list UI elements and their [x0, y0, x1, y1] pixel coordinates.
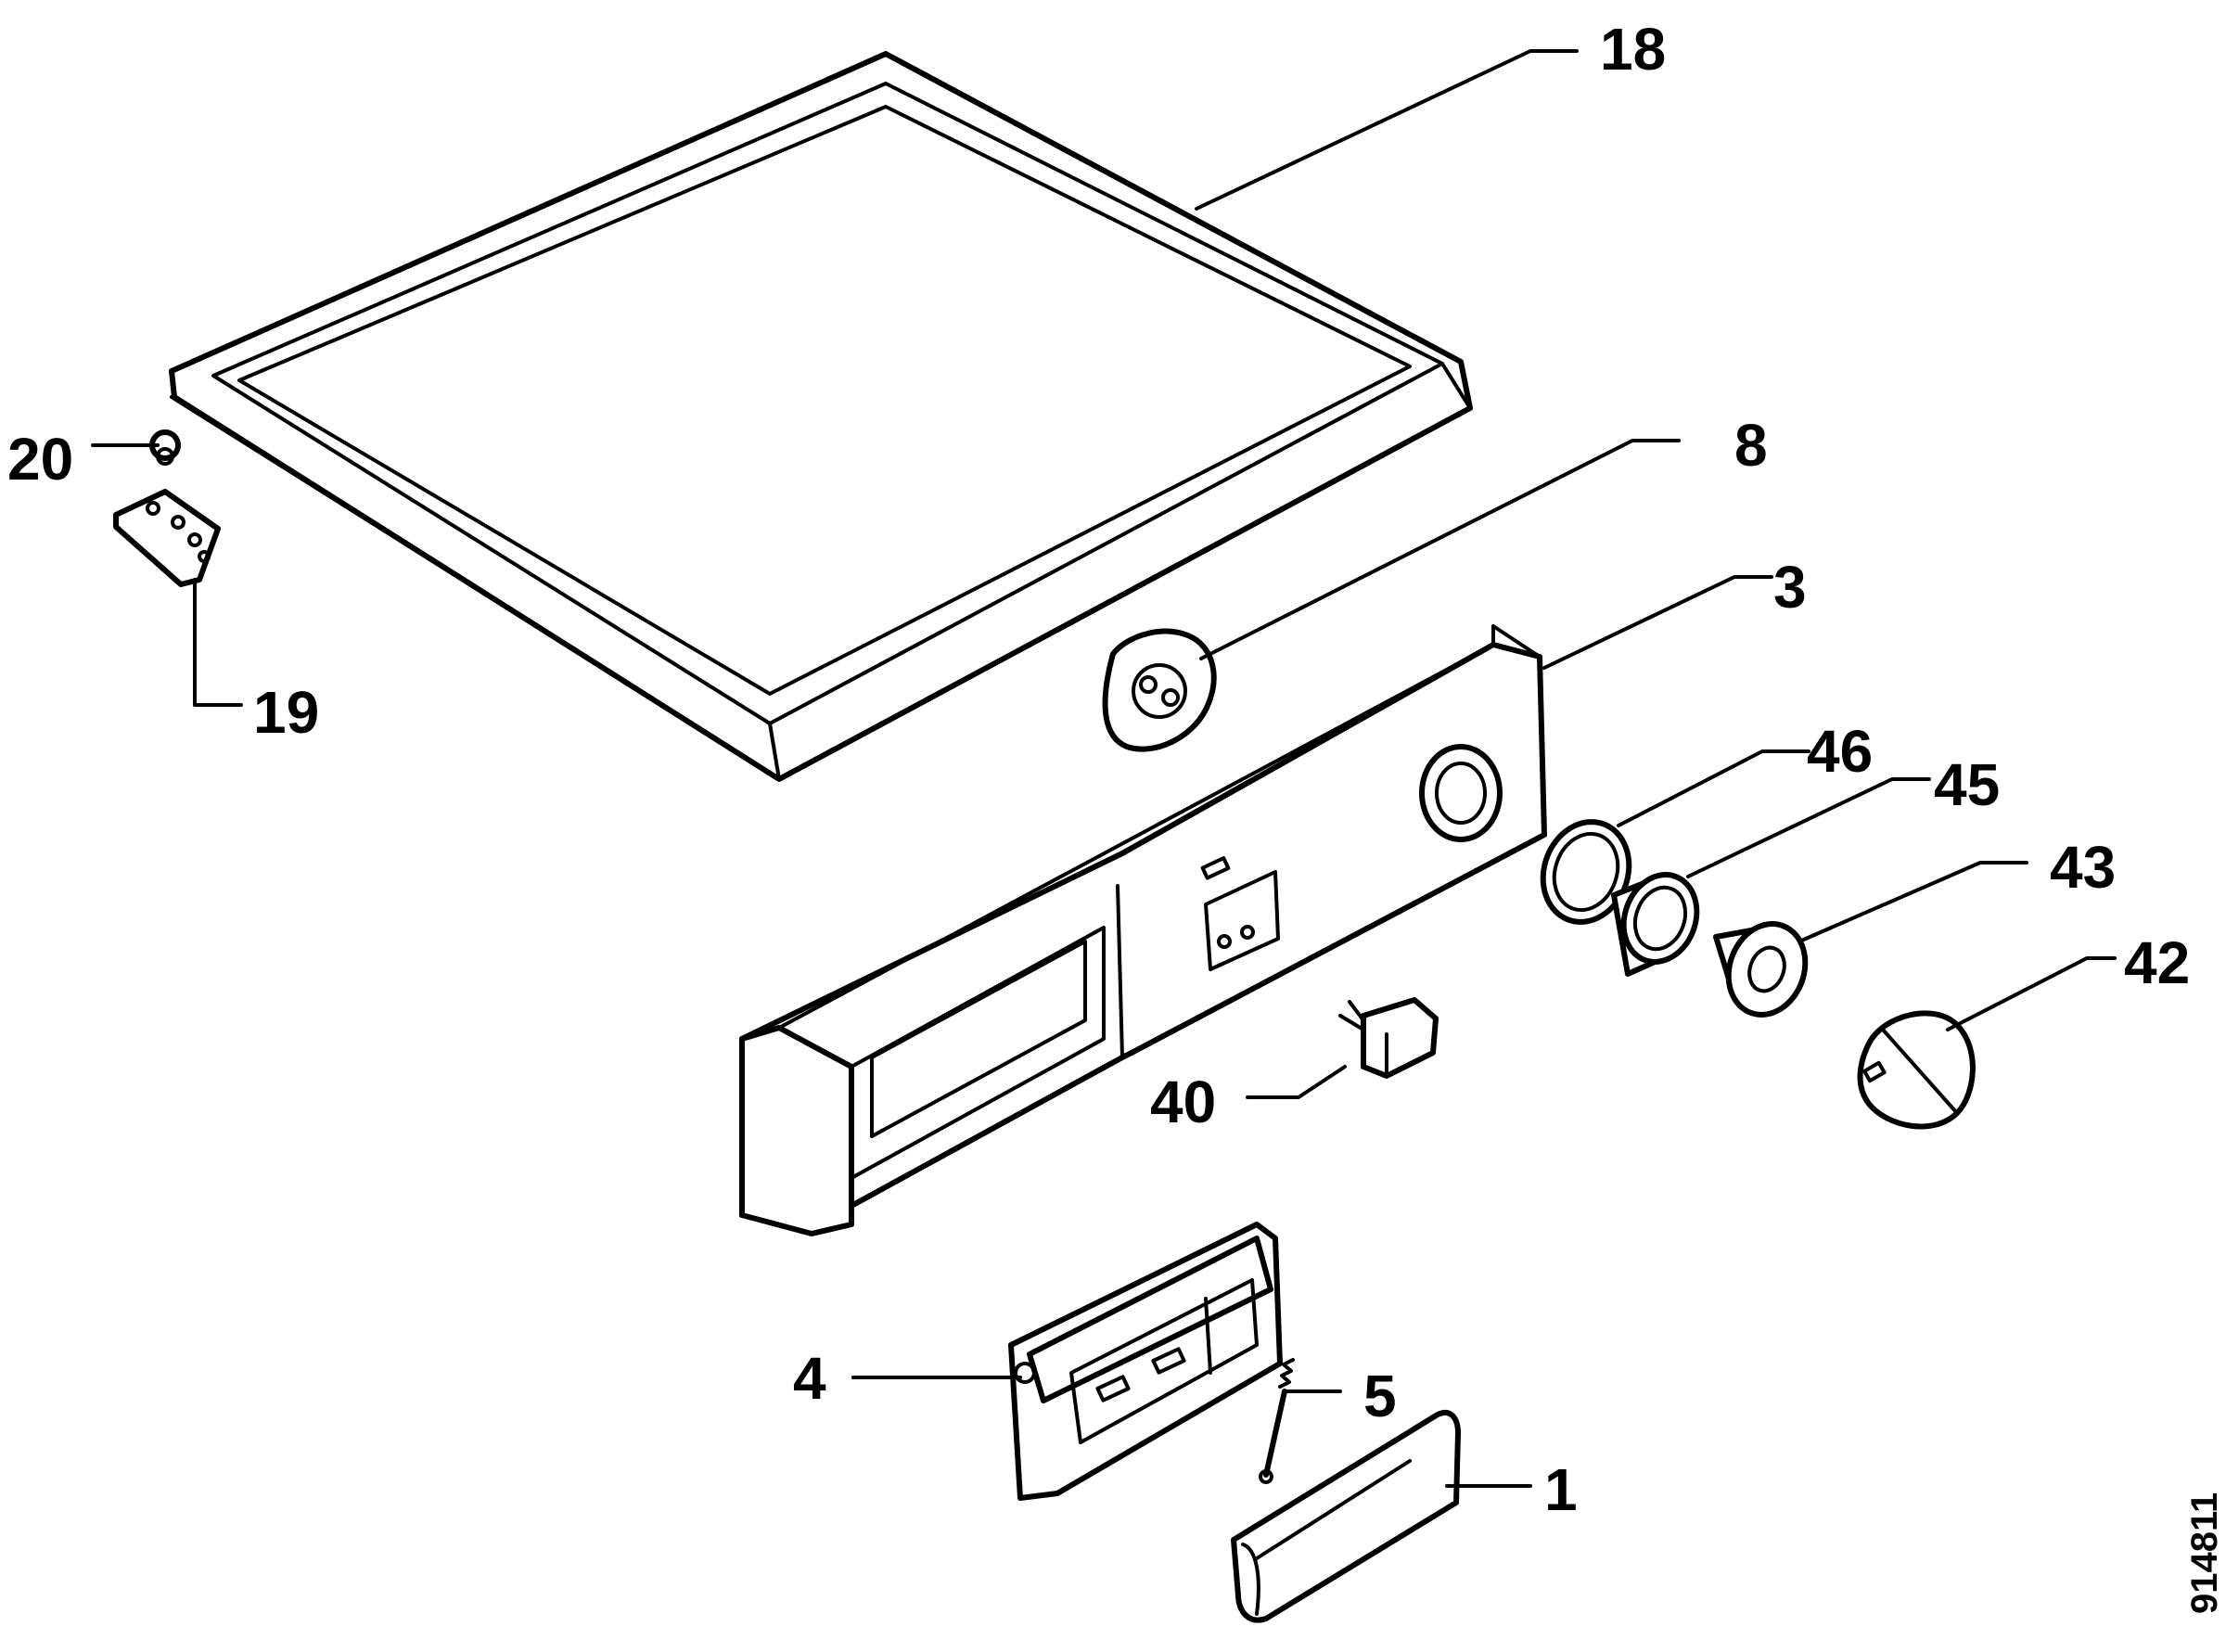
part-42-knob	[1857, 1010, 1976, 1130]
part-4-drawer	[1008, 1222, 1283, 1501]
part-8-seal	[1102, 628, 1217, 752]
part-20-clip	[149, 429, 181, 466]
part-46-ring	[1540, 819, 1632, 925]
label-3: 3	[1773, 554, 1807, 621]
label-42: 42	[2124, 929, 2190, 996]
label-18: 18	[1600, 16, 1666, 83]
part-18-top-lid	[169, 51, 1473, 782]
label-45: 45	[1934, 751, 2000, 818]
leader-40	[1246, 1065, 1347, 1099]
leader-19	[193, 578, 243, 707]
leader-18	[1195, 49, 1579, 211]
leader-8	[1199, 439, 1681, 660]
part-43-adaptor	[1713, 921, 1809, 1018]
label-40: 40	[1150, 1069, 1216, 1135]
leader-45	[1686, 777, 1931, 878]
label-8: 8	[1734, 412, 1768, 479]
callout-labels: 18 20 19 8 3 46 45 43 42 40 4 5 1	[7, 16, 2190, 1523]
leader-42	[1946, 956, 2117, 1031]
label-1: 1	[1544, 1456, 1578, 1523]
leader-43	[1797, 861, 2028, 943]
leader-46	[1617, 749, 1810, 827]
part-1-drawer-front	[1231, 1410, 1461, 1623]
part-19-bracket	[113, 489, 221, 587]
label-5: 5	[1363, 1363, 1397, 1429]
part-3-control-panel	[739, 624, 1547, 1236]
label-19: 19	[253, 679, 319, 746]
part-40-switch	[1338, 997, 1439, 1079]
part-5-spring	[1259, 1358, 1295, 1484]
leader-3	[1542, 575, 1773, 670]
part-45-bushing	[1611, 872, 1700, 977]
label-43: 43	[2050, 834, 2116, 901]
document-number: 914811	[2184, 1492, 2225, 1614]
label-4: 4	[793, 1345, 826, 1412]
leader-lines	[91, 49, 2117, 1488]
label-46: 46	[1807, 718, 1873, 785]
label-20: 20	[7, 426, 73, 493]
